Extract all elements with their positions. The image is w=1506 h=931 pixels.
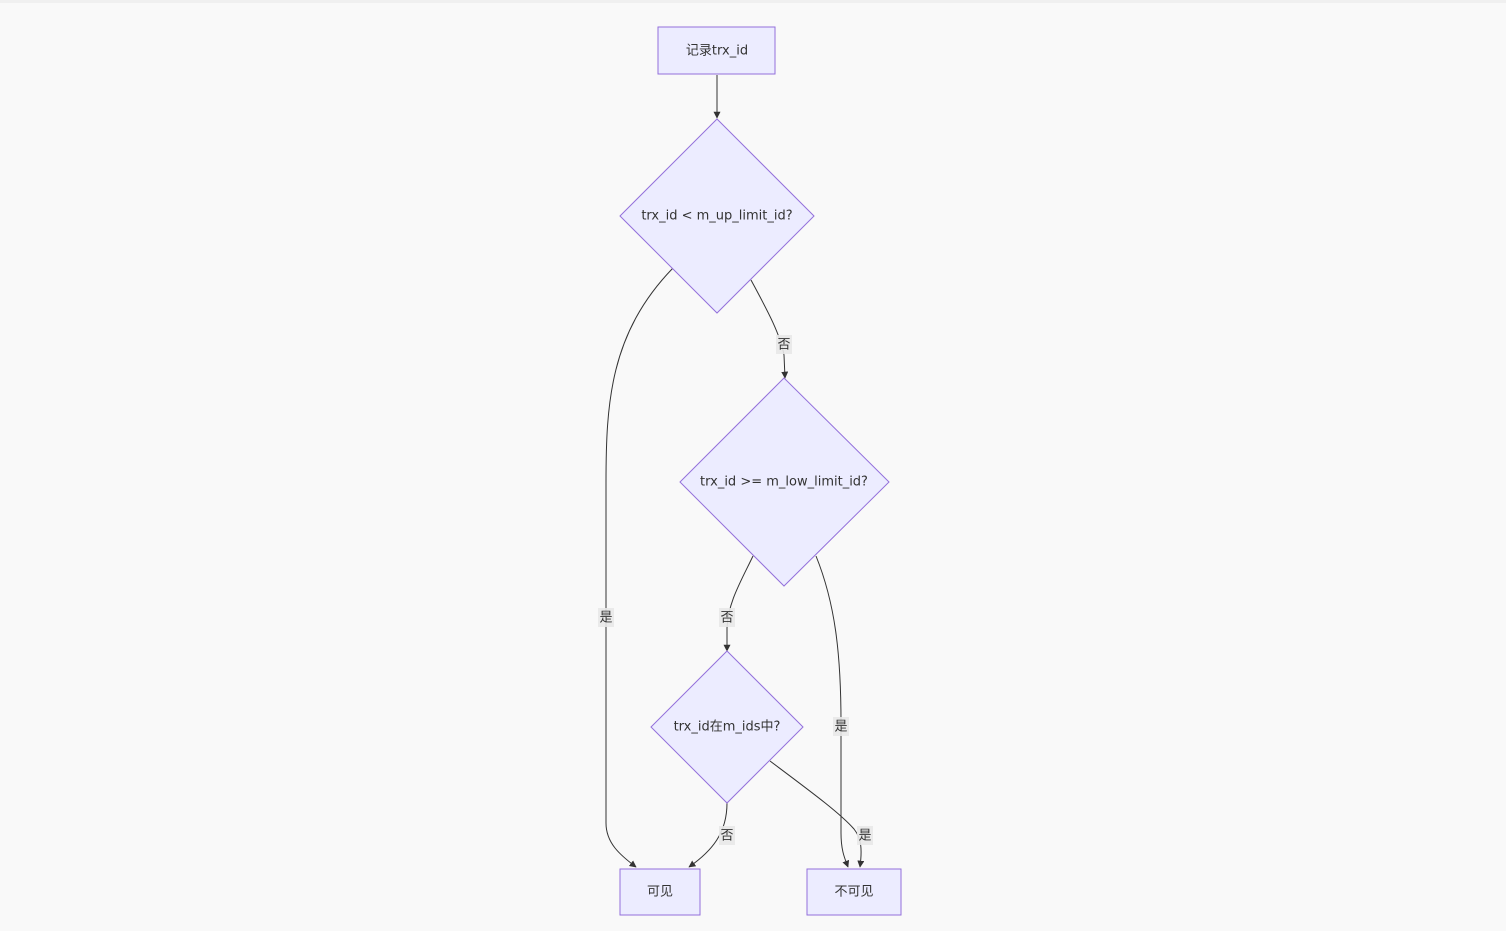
flowchart-svg: 是 否 否 是 否 是 记录trx_id trx_id < m_up_limit…	[598, 26, 902, 916]
node-check-low-label: trx_id >= m_low_limit_id?	[700, 475, 868, 490]
node-invisible: 不可见	[806, 868, 902, 916]
edge-labels: 是 否 否 是 否 是	[598, 335, 873, 845]
node-invisible-label: 不可见	[834, 885, 873, 900]
node-check-ids-label: trx_id在m_ids中?	[674, 720, 781, 735]
edge-check-low-yes-to-invisible	[815, 555, 850, 868]
edge-label-low-no: 否	[720, 611, 733, 626]
node-record: 记录trx_id	[657, 26, 776, 75]
node-check-up: trx_id < m_up_limit_id?	[619, 118, 815, 314]
edge-label-ids-yes: 是	[858, 829, 871, 844]
node-visible-label: 可见	[647, 885, 673, 900]
edge-check-low-no-to-check-ids	[723, 555, 754, 652]
edges	[605, 75, 865, 868]
node-record-label: 记录trx_id	[686, 44, 748, 59]
edge-check-up-no-to-check-low	[750, 279, 789, 379]
edge-label-ids-no: 否	[720, 829, 733, 844]
node-check-low: trx_id >= m_low_limit_id?	[679, 377, 890, 587]
edge-label-up-yes: 是	[599, 611, 612, 626]
edge-check-ids-yes-to-invisible	[769, 760, 865, 868]
node-check-up-label: trx_id < m_up_limit_id?	[641, 209, 792, 224]
node-visible: 可见	[619, 868, 701, 916]
edge-check-up-yes-to-visible	[605, 267, 674, 868]
edge-check-ids-no-to-visible	[688, 802, 728, 868]
edge-label-up-no: 否	[777, 338, 790, 353]
node-check-ids: trx_id在m_ids中?	[650, 650, 804, 804]
edge-label-low-yes: 是	[834, 720, 847, 735]
